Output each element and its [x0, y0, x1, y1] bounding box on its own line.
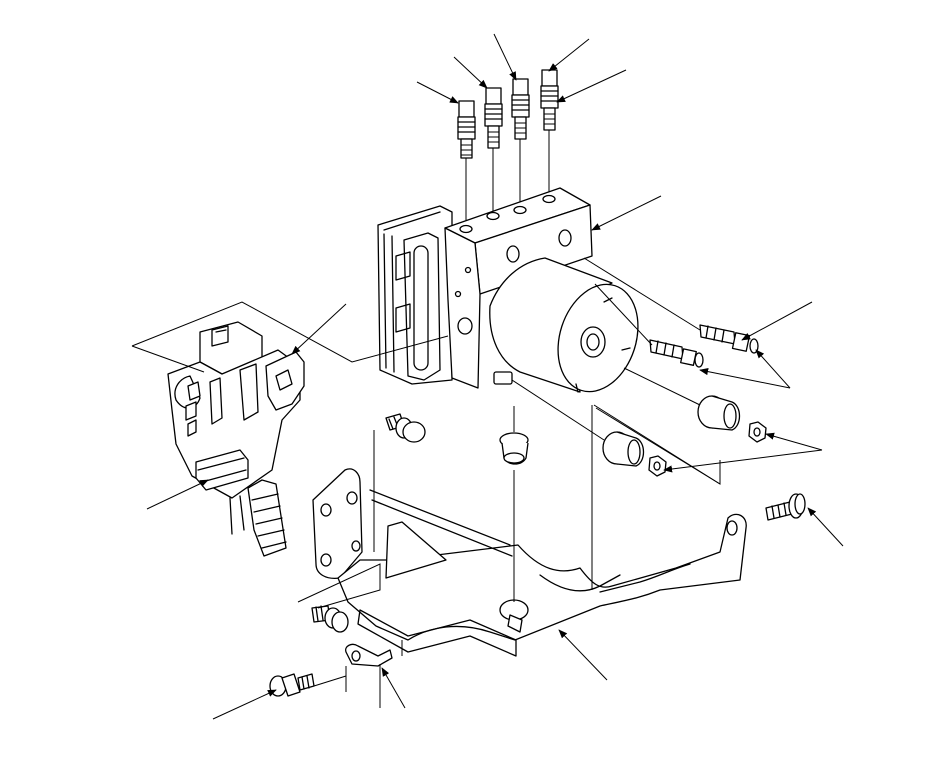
bolt-upper-left: [386, 414, 425, 442]
clip-bracket-small: [346, 644, 392, 666]
brake-line-fitting-4: [541, 70, 558, 130]
bolt-bottom-left: [270, 674, 314, 696]
brake-line-fitting-1: [458, 101, 475, 158]
collar-nut-upper: [749, 422, 766, 442]
harness-connector: [168, 322, 304, 556]
grommet-center: [500, 433, 528, 464]
bolt-lower-left: [312, 606, 348, 632]
flare-fitting-upper: [700, 325, 758, 353]
abs-modulator-unit: [378, 188, 651, 402]
bracket-guide-lines: [298, 405, 720, 708]
flare-guide-lines: [584, 258, 700, 345]
mount-cushion-upper: [698, 396, 740, 430]
flare-fitting-lower: [650, 340, 703, 367]
fitting-guide-lines: [466, 130, 549, 228]
mount-cushion-lower: [603, 432, 644, 466]
callout-leaders: [147, 34, 843, 719]
collar-nut-lower: [649, 456, 666, 476]
bracket: [313, 469, 746, 656]
bolt-bracket-right: [766, 494, 805, 520]
brake-line-fitting-2: [485, 88, 502, 148]
brake-line-fitting-3: [512, 79, 529, 139]
connector-guide-lines: [132, 302, 448, 372]
